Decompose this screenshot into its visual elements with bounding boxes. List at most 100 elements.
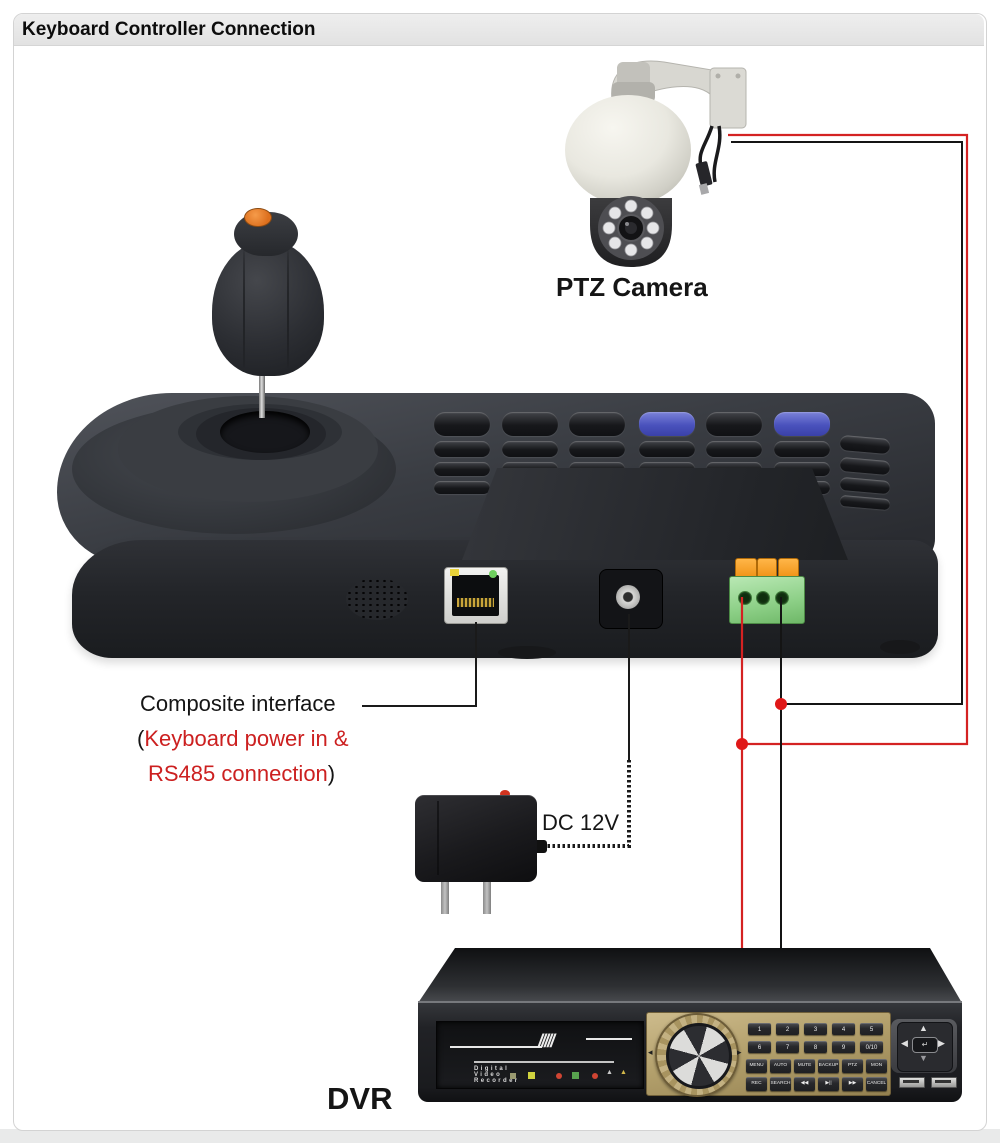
- keypad-button: [639, 441, 695, 457]
- adapter-prong: [483, 876, 491, 914]
- keypad-button: [434, 462, 490, 476]
- dvr-number-button: 4: [832, 1023, 855, 1035]
- joystick-knob-seam: [243, 250, 245, 368]
- keypad-button-blue: [774, 412, 830, 436]
- camera-bracket-plate: [709, 67, 747, 129]
- led-indicator: [556, 1073, 562, 1079]
- dvr-brand-text: Digital Video Recorder: [474, 1066, 520, 1084]
- dvr-number-button: 8: [804, 1041, 827, 1053]
- dvr-function-button: MENU: [746, 1059, 767, 1073]
- led-indicator: [528, 1072, 535, 1079]
- joystick-base-recess: [220, 411, 310, 453]
- adapter-prong: [441, 876, 449, 914]
- dvr-transport-button: CANCEL: [866, 1077, 887, 1091]
- dvr-transport-button: ◀◀: [794, 1077, 815, 1091]
- nav-up-icon: ▲: [919, 1023, 928, 1033]
- rs485-label: RS485 connection: [148, 761, 328, 786]
- joystick-stem: [259, 366, 265, 418]
- keypad-button-blue: [639, 412, 695, 436]
- dvr-top-lid: [418, 948, 962, 1003]
- keypad-button: [569, 441, 625, 457]
- keypad-button: [434, 412, 490, 436]
- composite-interface-line2: (Keyboard power in &: [137, 726, 349, 752]
- ptz-camera-image: [565, 60, 747, 267]
- usb-port-slot: [903, 1080, 919, 1083]
- terminal-hole: [756, 591, 770, 605]
- ptz-camera-label: PTZ Camera: [556, 272, 708, 302]
- dvr-jog-dial: [666, 1023, 732, 1089]
- dvr-number-button: 9: [832, 1041, 855, 1053]
- adapter-seam: [437, 801, 439, 875]
- page-bottom-strip: [0, 1129, 1000, 1143]
- rj45-pins: [457, 598, 494, 607]
- dvr-transport-button: SEARCH: [770, 1077, 791, 1091]
- camera-pigtail-wire: [712, 125, 722, 183]
- led-indicator: [592, 1073, 598, 1079]
- page-title: Keyboard Controller Connection: [22, 19, 316, 40]
- dial-right-arrow-icon: ▸: [737, 1047, 742, 1057]
- camera-bnc-tip: [698, 183, 710, 195]
- dvr-number-button: 7: [776, 1041, 799, 1053]
- led-triangle-icon: ▲: [620, 1069, 627, 1076]
- keypad-button: [569, 412, 625, 436]
- keyboard-front-panel: [462, 468, 848, 560]
- keypad-button: [774, 441, 830, 457]
- dvr-number-button: 1: [748, 1023, 771, 1035]
- paren-open: (: [137, 726, 145, 751]
- keypad-button: [706, 412, 762, 436]
- composite-interface-line3: RS485 connection): [148, 761, 335, 787]
- keypad-button: [502, 441, 558, 457]
- joystick-button: [244, 208, 272, 227]
- bracket-screw: [735, 73, 741, 79]
- dvr-deco-slashes: /////: [538, 1031, 555, 1051]
- bracket-screw: [715, 73, 721, 79]
- camera-dome: [565, 95, 691, 205]
- dvr-function-button: MON: [866, 1059, 887, 1073]
- camera-bnc-connector: [695, 161, 713, 187]
- terminal-hole: [738, 591, 752, 605]
- led-indicator: [510, 1073, 516, 1079]
- paren-close: ): [327, 761, 336, 786]
- dvr-deco-line: [450, 1046, 542, 1048]
- dvr-transport-button: ▶▶: [842, 1077, 863, 1091]
- rj45-socket: [452, 575, 499, 616]
- dvr-transport-button: REC: [746, 1077, 767, 1091]
- keypad-button: [502, 412, 558, 436]
- adapter-body: [415, 795, 537, 882]
- keypad-button: [706, 441, 762, 457]
- dvr-label: DVR: [327, 1081, 393, 1116]
- dvr-number-button: 0/10: [860, 1041, 883, 1053]
- dvr-deco-line: [586, 1038, 632, 1040]
- keyboard-power-label: Keyboard power in &: [144, 726, 349, 751]
- dvr-function-button: AUTO: [770, 1059, 791, 1073]
- composite-interface-label: Composite interface: [140, 691, 336, 716]
- dvr-deco-line: [474, 1061, 614, 1063]
- camera-ir-leds: [602, 199, 660, 257]
- terminal-hole: [775, 591, 789, 605]
- led-triangle-icon: ▲: [606, 1069, 613, 1076]
- keypad-button: [434, 441, 490, 457]
- keyboard-foot: [498, 646, 556, 659]
- dvr-transport-button: ▶||: [818, 1077, 839, 1091]
- header-bar: [14, 14, 984, 46]
- dvr-number-button: 6: [748, 1041, 771, 1053]
- speaker-grille: [346, 578, 408, 620]
- keypad-button: [434, 481, 490, 494]
- adapter-led: [500, 790, 510, 798]
- dvr-function-button: BACKUP: [818, 1059, 839, 1073]
- nav-right-icon: ▶: [938, 1038, 945, 1048]
- dvr-left-panel: [436, 1021, 644, 1089]
- led-indicator: [572, 1072, 579, 1079]
- dvr-function-button: MUTE: [794, 1059, 815, 1073]
- rj45-led-green: [489, 570, 497, 578]
- nav-down-icon: ▼: [919, 1053, 928, 1063]
- dvr-number-button: 2: [776, 1023, 799, 1035]
- nav-enter-button: ↵: [912, 1037, 938, 1053]
- keyboard-foot: [880, 640, 920, 654]
- dc-jack: [616, 585, 640, 609]
- dial-left-arrow-icon: ◂: [648, 1047, 653, 1057]
- nav-left-icon: ◀: [901, 1038, 908, 1048]
- dvr-number-button: 5: [860, 1023, 883, 1035]
- dc-12v-label: DC 12V: [542, 810, 620, 835]
